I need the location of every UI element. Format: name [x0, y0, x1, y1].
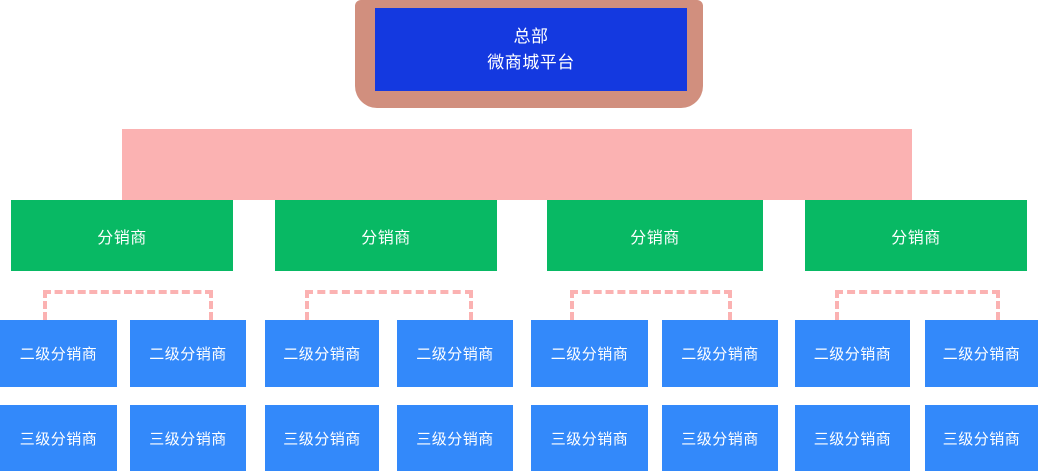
- sub-distributor-l3-node-label: 三级分销商: [149, 431, 227, 448]
- sub-distributor-l3-node-5[interactable]: 三级分销商: [531, 405, 648, 471]
- sub-distributor-l3-node-label: 三级分销商: [283, 431, 361, 448]
- sub-distributor-l2-node-2[interactable]: 二级分销商: [130, 320, 246, 387]
- distributor-node-label: 分销商: [97, 229, 147, 247]
- headquarters-title: 总部: [513, 26, 549, 46]
- dashed-bracket-3: [570, 290, 732, 320]
- sub-distributor-l3-node-4[interactable]: 三级分销商: [397, 405, 513, 471]
- sub-distributor-l3-node-8[interactable]: 三级分销商: [925, 405, 1038, 471]
- distributor-node-label: 分销商: [891, 229, 941, 247]
- sub-distributor-l2-node-3[interactable]: 二级分销商: [265, 320, 379, 387]
- sub-distributor-l3-node-label: 三级分销商: [681, 431, 759, 448]
- sub-distributor-l2-node-label: 二级分销商: [416, 346, 494, 363]
- sub-distributor-l3-node-2[interactable]: 三级分销商: [130, 405, 246, 471]
- distributor-node-3[interactable]: 分销商: [547, 200, 763, 271]
- hq-to-distributor-connector: [122, 129, 912, 200]
- sub-distributor-l3-node-6[interactable]: 三级分销商: [662, 405, 778, 471]
- sub-distributor-l2-node-6[interactable]: 二级分销商: [662, 320, 778, 387]
- headquarters-subtitle: 微商城平台: [487, 52, 575, 72]
- distributor-node-1[interactable]: 分销商: [11, 200, 233, 271]
- sub-distributor-l3-node-3[interactable]: 三级分销商: [265, 405, 379, 471]
- sub-distributor-l2-node-label: 二级分销商: [942, 346, 1021, 363]
- sub-distributor-l2-node-1[interactable]: 二级分销商: [0, 320, 117, 387]
- distributor-row: 分销商 分销商 分销商 分销商: [0, 200, 1038, 271]
- dashed-bracket-4: [835, 290, 1000, 320]
- sub-distributor-l2-node-label: 二级分销商: [550, 346, 629, 363]
- sub-distributor-l3-node-label: 三级分销商: [19, 431, 98, 448]
- sub-distributor-l2-node-label: 二级分销商: [19, 346, 98, 363]
- sub-distributor-l3-node-label: 三级分销商: [942, 431, 1021, 448]
- sub-distributor-l3-node-label: 三级分销商: [550, 431, 629, 448]
- distributor-node-4[interactable]: 分销商: [805, 200, 1027, 271]
- sub-distributor-l2-node-8[interactable]: 二级分销商: [925, 320, 1038, 387]
- sub-distributor-l2-node-5[interactable]: 二级分销商: [531, 320, 648, 387]
- sub-distributor-l2-node-4[interactable]: 二级分销商: [397, 320, 513, 387]
- sub-distributor-level2-row: 二级分销商 二级分销商 二级分销商 二级分销商 二级分销商 二级分销商 二级分销商 二级分销商: [0, 320, 1038, 387]
- dashed-bracket-2: [305, 290, 473, 320]
- distributor-node-label: 分销商: [630, 229, 680, 247]
- dashed-bracket-1: [43, 290, 213, 320]
- sub-distributor-l2-node-label: 二级分销商: [681, 346, 759, 363]
- sub-distributor-l2-node-label: 二级分销商: [813, 346, 892, 363]
- sub-distributor-level3-row: 三级分销商 三级分销商 三级分销商 三级分销商 三级分销商 三级分销商 三级分销商 三级分销商: [0, 405, 1038, 471]
- headquarters-node[interactable]: 总部 微商城平台: [375, 8, 687, 91]
- sub-distributor-l2-node-label: 二级分销商: [149, 346, 227, 363]
- distributor-node-label: 分销商: [361, 229, 411, 247]
- sub-distributor-l2-node-7[interactable]: 二级分销商: [795, 320, 910, 387]
- sub-distributor-l3-node-label: 三级分销商: [813, 431, 892, 448]
- sub-distributor-l3-node-7[interactable]: 三级分销商: [795, 405, 910, 471]
- sub-distributor-l2-node-label: 二级分销商: [283, 346, 361, 363]
- sub-distributor-l3-node-1[interactable]: 三级分销商: [0, 405, 117, 471]
- sub-distributor-l3-node-label: 三级分销商: [416, 431, 494, 448]
- distributor-node-2[interactable]: 分销商: [275, 200, 497, 271]
